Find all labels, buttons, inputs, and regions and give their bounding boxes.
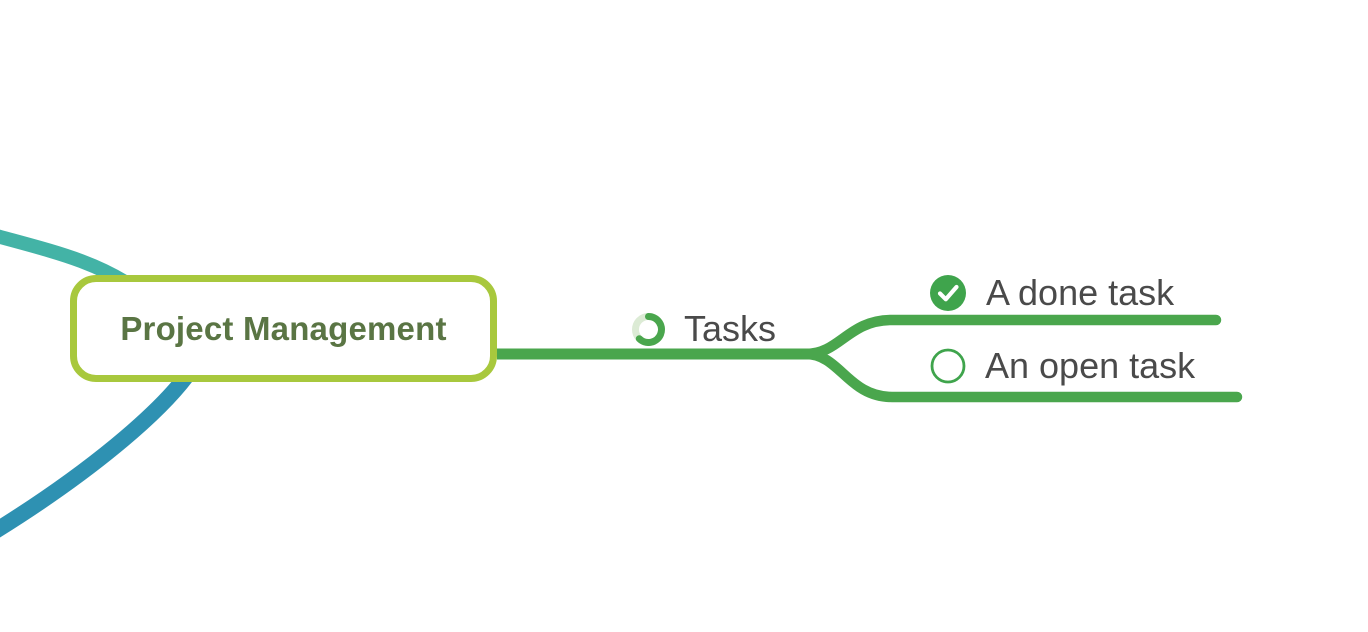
open-circle-icon[interactable] bbox=[930, 348, 966, 384]
node-open-task[interactable]: An open task bbox=[930, 346, 1195, 386]
node-done-task-label: A done task bbox=[986, 272, 1175, 313]
root-node-label: Project Management bbox=[120, 309, 447, 347]
branch-open-task bbox=[800, 348, 1243, 403]
checkmark-circle-icon[interactable] bbox=[929, 274, 967, 312]
branch-left-lower bbox=[0, 369, 195, 538]
node-open-task-label: An open task bbox=[985, 345, 1196, 386]
node-done-task[interactable]: A done task bbox=[929, 273, 1174, 313]
node-tasks-label: Tasks bbox=[684, 308, 777, 349]
node-tasks[interactable]: Tasks bbox=[632, 309, 776, 349]
progress-ring-icon bbox=[632, 312, 665, 346]
node-project-management[interactable]: Project Management bbox=[70, 275, 497, 382]
